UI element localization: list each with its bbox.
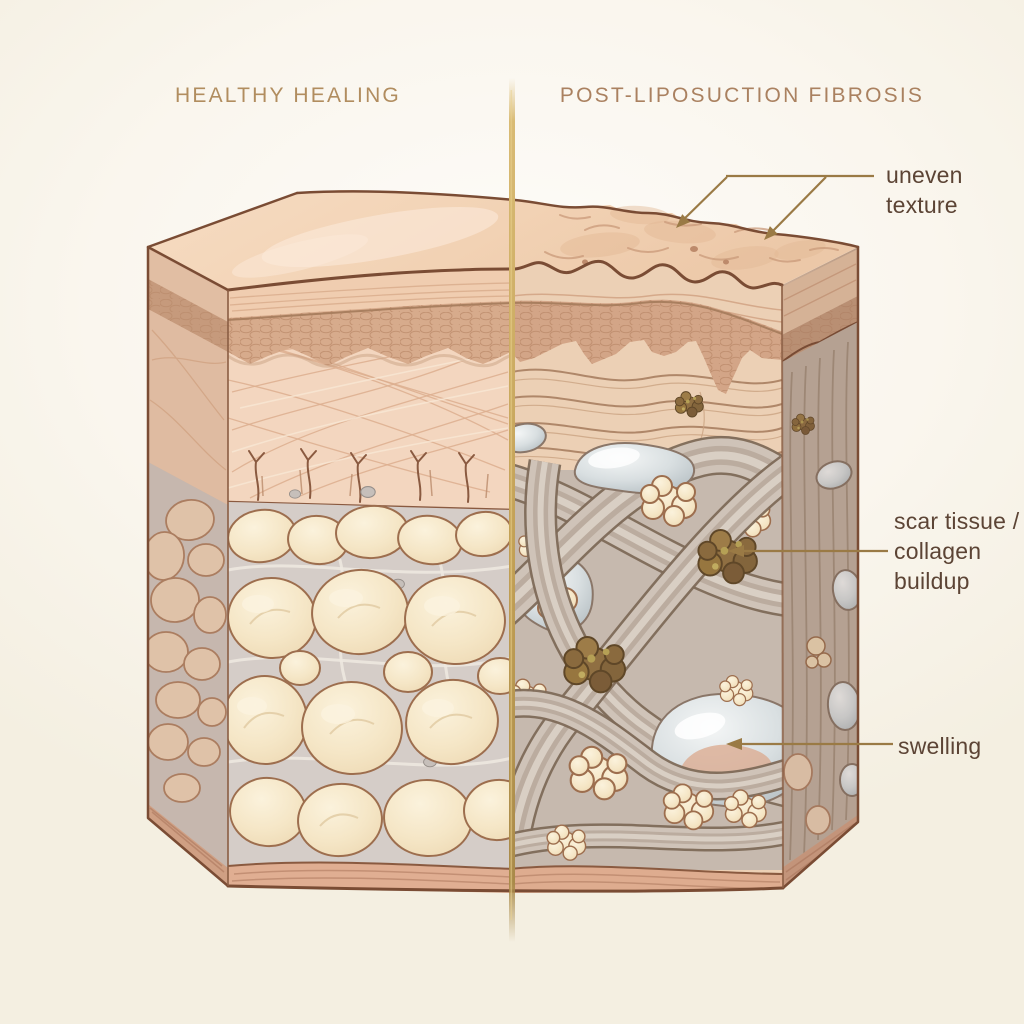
leader-swelling	[726, 738, 893, 750]
label-swelling: swelling	[898, 733, 982, 759]
block-outlines	[146, 190, 860, 893]
arrowhead-icon	[676, 214, 690, 228]
fibrotic-collagen-streaks	[511, 368, 783, 466]
right-panel-title: POST-LIPOSUCTION FIBROSIS	[559, 84, 925, 107]
front-face-fibrosis	[509, 261, 783, 893]
arrowhead-icon	[764, 226, 778, 240]
fibrous-weave	[509, 422, 783, 870]
label-uneven-texture: uneven texture	[886, 162, 963, 218]
gold-divider	[509, 78, 515, 942]
fat-lobules-healthy	[228, 486, 515, 870]
top-face-skin-surface	[148, 190, 858, 290]
left-side-face	[148, 247, 228, 886]
uneven-surface-dimples	[544, 205, 839, 270]
leader-uneven-texture	[676, 174, 874, 240]
epidermis-left	[228, 301, 515, 368]
leader-scar-tissue	[728, 545, 888, 557]
left-panel-title: HEALTHY HEALING	[175, 84, 401, 107]
label-scar-tissue: scar tissue / collagen buildup	[894, 508, 1020, 594]
arrowhead-icon	[728, 545, 744, 557]
arrowhead-icon	[726, 738, 742, 750]
right-side-face	[782, 247, 858, 888]
front-face-healthy	[228, 269, 515, 893]
base-band-left	[228, 861, 515, 893]
epidermis-right	[509, 299, 783, 394]
